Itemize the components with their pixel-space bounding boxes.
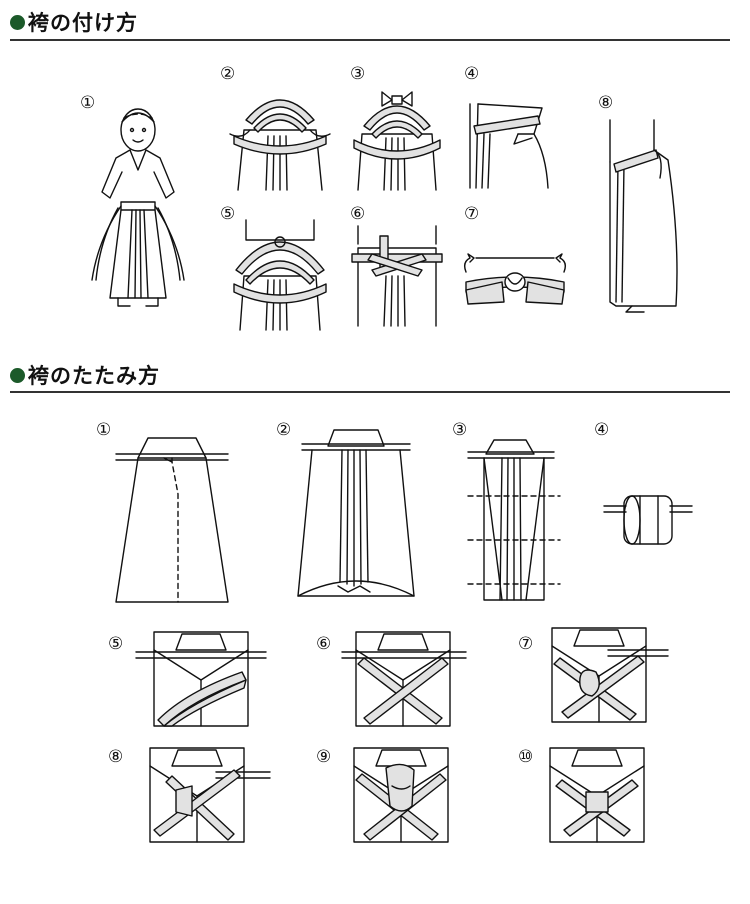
folding-step-4-figure — [603, 495, 693, 545]
section-divider — [10, 39, 730, 41]
wearing-step-number: ⑥ — [350, 204, 366, 224]
folding-step-5-figure — [135, 631, 267, 727]
folding-step-number: ⑥ — [316, 634, 332, 654]
wearing-step-4-figure — [469, 103, 549, 189]
wearing-step-7-figure — [463, 253, 567, 305]
folding-step-number: ⑨ — [316, 747, 332, 767]
folding-step-number: ⑤ — [108, 634, 124, 654]
wearing-step-number: ② — [220, 64, 236, 84]
wearing-step-5-figure — [233, 219, 327, 331]
folding-step-number: ① — [96, 420, 112, 440]
folding-step-1-figure — [115, 437, 229, 603]
folding-step-6-figure — [341, 631, 467, 727]
folding-step-number: ③ — [452, 420, 468, 440]
folding-step-7-figure — [551, 627, 669, 723]
section-divider — [10, 391, 730, 393]
wearing-step-8-figure — [609, 119, 678, 313]
folding-step-9-figure — [353, 747, 449, 843]
wearing-step-2-figure — [229, 99, 331, 191]
wearing-step-number: ⑦ — [464, 204, 480, 224]
folding-step-number: ⑦ — [518, 634, 534, 654]
bullet-circle-icon — [10, 367, 25, 383]
folding-step-number: ⑩ — [518, 747, 534, 767]
section-heading-folding: 袴のたたみ方 — [10, 360, 160, 390]
wearing-step-6-figure — [351, 225, 443, 327]
folding-step-number: ② — [276, 420, 292, 440]
wearing-step-number: ⑤ — [220, 204, 236, 224]
folding-step-8-figure — [149, 747, 271, 843]
section-title: 袴の付け方 — [28, 11, 138, 35]
wearing-step-number: ③ — [350, 64, 366, 84]
wearing-step-number: ① — [80, 93, 96, 113]
wearing-step-number: ⑧ — [598, 93, 614, 113]
wearing-step-1-figure — [91, 108, 185, 307]
bullet-circle-icon — [10, 14, 25, 30]
folding-step-number: ④ — [594, 420, 610, 440]
section-title: 袴のたたみ方 — [28, 364, 160, 388]
folding-step-number: ⑧ — [108, 747, 124, 767]
wearing-step-number: ④ — [464, 64, 480, 84]
folding-step-2-figure — [297, 429, 415, 597]
folding-step-3-figure — [467, 439, 561, 601]
folding-step-10-figure — [549, 747, 645, 843]
wearing-step-3-figure — [353, 91, 441, 191]
section-heading-wearing: 袴の付け方 — [10, 7, 138, 37]
